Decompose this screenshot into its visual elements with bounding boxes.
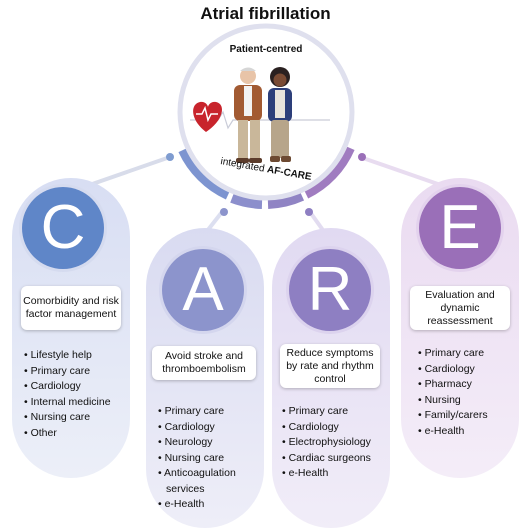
letter-e-circle: E [419, 187, 501, 269]
man-figure-icon [234, 67, 262, 163]
letter-r-circle: R [289, 249, 371, 331]
list-item: e-Health [418, 424, 488, 440]
dot-r [305, 208, 313, 216]
arc-a [230, 193, 263, 209]
letter-c-circle: C [22, 187, 104, 269]
list-item: Electrophysiology [282, 435, 371, 451]
list-item: Nursing care [24, 410, 111, 426]
pillar-a-list: Primary care Cardiology Neurology Nursin… [158, 404, 236, 513]
list-item: Other [24, 426, 111, 442]
pillar-r-heading: Reduce symptoms by rate and rhythm contr… [280, 344, 380, 388]
center-circle [177, 23, 355, 201]
dot-a [220, 208, 228, 216]
page-title: Atrial fibrillation [200, 4, 331, 23]
pillar-r-list: Primary care Cardiology Electrophysiolog… [282, 404, 371, 482]
dot-c [166, 153, 174, 161]
list-item: Cardiology [282, 420, 371, 436]
list-item: Cardiac surgeons [282, 451, 371, 467]
dot-e [358, 153, 366, 161]
arc-e [303, 145, 355, 199]
letter-e: E [439, 193, 481, 262]
letter-a: A [182, 255, 224, 324]
pillar-c-list: Lifestyle help Primary care Cardiology I… [24, 348, 111, 441]
list-item: e-Health [282, 466, 371, 482]
list-item: Primary care [24, 364, 111, 380]
list-item: Pharmacy [418, 377, 488, 393]
list-item: Primary care [418, 346, 488, 362]
arc-r [267, 191, 305, 209]
list-item: Nursing [418, 393, 488, 409]
letter-a-circle: A [162, 249, 244, 331]
list-item: Nursing care [158, 451, 236, 467]
list-item: Anticoagulation [158, 466, 236, 482]
list-item: e-Health [158, 497, 236, 513]
list-item: Cardiology [158, 420, 236, 436]
list-item: Cardiology [24, 379, 111, 395]
letter-c: C [40, 193, 86, 262]
letter-r: R [307, 255, 353, 324]
list-item: Cardiology [418, 362, 488, 378]
list-item: Family/carers [418, 408, 488, 424]
pillar-e-list: Primary care Cardiology Pharmacy Nursing… [418, 346, 488, 439]
list-item: Lifestyle help [24, 348, 111, 364]
heart-ecg-icon [196, 105, 218, 123]
pillar-a-heading: Avoid stroke and thromboembolism [152, 346, 256, 380]
center-top-label: Patient-centred [229, 44, 303, 55]
list-item: Neurology [158, 435, 236, 451]
pillar-c-heading: Comorbidity and risk factor management [21, 286, 121, 330]
list-item: Primary care [282, 404, 371, 420]
arc-c [178, 147, 231, 200]
list-item-continued: services [166, 482, 205, 495]
woman-figure-icon [268, 67, 292, 162]
list-item: Internal medicine [24, 395, 111, 411]
pillar-e-heading: Evaluation and dynamic reassessment [410, 286, 510, 330]
list-item: Primary care [158, 404, 236, 420]
